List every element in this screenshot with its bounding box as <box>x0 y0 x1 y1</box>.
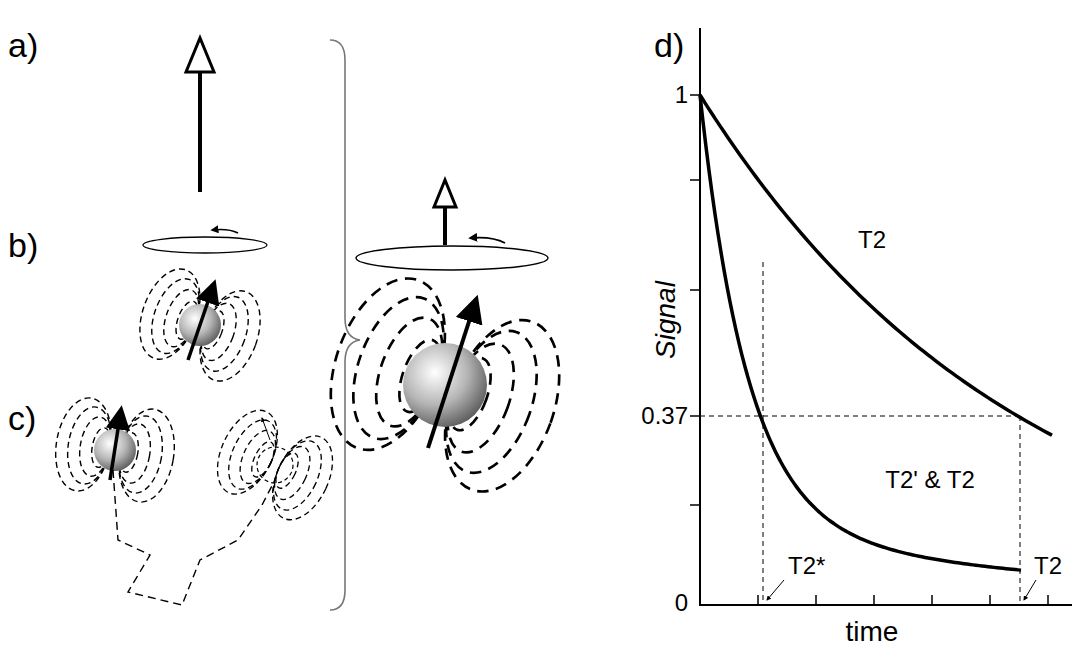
tick-label: 1 <box>675 83 688 107</box>
precessing-spin <box>128 229 271 389</box>
curve-label: T2 <box>858 228 886 252</box>
diffusing-spin <box>49 393 345 605</box>
field-arrow <box>186 38 214 192</box>
axis-title: Signal <box>652 281 680 359</box>
time-constant-label: T2* <box>788 554 825 578</box>
curve-label: T2' & T2 <box>885 468 975 492</box>
axis-title: time <box>846 618 899 646</box>
combined-spin <box>309 180 581 507</box>
time-constant-label: T2 <box>1034 554 1062 578</box>
t2-star-curve <box>700 95 1021 570</box>
brace <box>330 40 360 610</box>
panel-label: d) <box>654 28 684 62</box>
t2-curve <box>700 95 1052 435</box>
panel-label: b) <box>8 228 38 262</box>
tick-label: 0 <box>675 591 688 615</box>
panel-label: a) <box>8 28 38 62</box>
panel-label: c) <box>8 401 36 435</box>
tick-label: 0.37 <box>641 404 688 428</box>
decay-chart <box>690 28 1072 606</box>
